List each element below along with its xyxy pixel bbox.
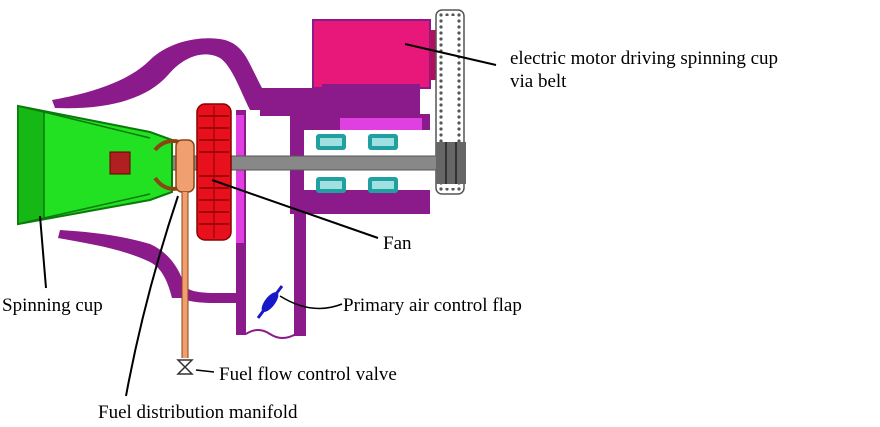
label-primary-air-flap: Primary air control flap bbox=[343, 295, 522, 316]
fuel-manifold bbox=[153, 139, 195, 193]
spinning-cup-inner-line bbox=[43, 111, 151, 219]
housing-light-strip bbox=[236, 115, 244, 243]
label-motor-line2: via belt bbox=[510, 71, 567, 92]
label-electric-motor: electric motor driving spinning cup via … bbox=[510, 47, 778, 93]
motor-base bbox=[322, 84, 420, 94]
motor-body bbox=[312, 19, 431, 89]
housing-lower-skirt bbox=[58, 230, 185, 298]
leader-motor bbox=[404, 43, 497, 66]
housing-chamber-bottom bbox=[300, 190, 430, 214]
leader-fan bbox=[211, 179, 379, 239]
label-fuel-manifold: Fuel distribution manifold bbox=[98, 402, 298, 423]
leader-valve bbox=[195, 369, 215, 373]
leader-spinning-cup bbox=[39, 215, 47, 289]
housing-upper-hood bbox=[52, 38, 315, 110]
valve-icon bbox=[176, 359, 194, 375]
housing-pink-panel bbox=[340, 118, 422, 130]
label-motor-line1: electric motor driving spinning cup bbox=[510, 48, 779, 69]
label-spinning-cup: Spinning cup bbox=[2, 295, 103, 316]
leader-flap bbox=[279, 295, 343, 310]
shaft-pulley bbox=[436, 142, 466, 184]
leader-manifold bbox=[125, 195, 179, 397]
label-fan: Fan bbox=[383, 233, 412, 254]
bearing-left bbox=[316, 134, 346, 193]
label-fuel-valve: Fuel flow control valve bbox=[219, 364, 397, 385]
cup-hub bbox=[109, 151, 131, 175]
air-duct-break bbox=[245, 329, 297, 339]
spinning-cup-rim bbox=[17, 105, 45, 225]
fan bbox=[196, 103, 232, 241]
air-flap bbox=[256, 285, 284, 319]
air-duct-right-wall bbox=[294, 214, 306, 336]
bearing-right bbox=[368, 134, 398, 193]
